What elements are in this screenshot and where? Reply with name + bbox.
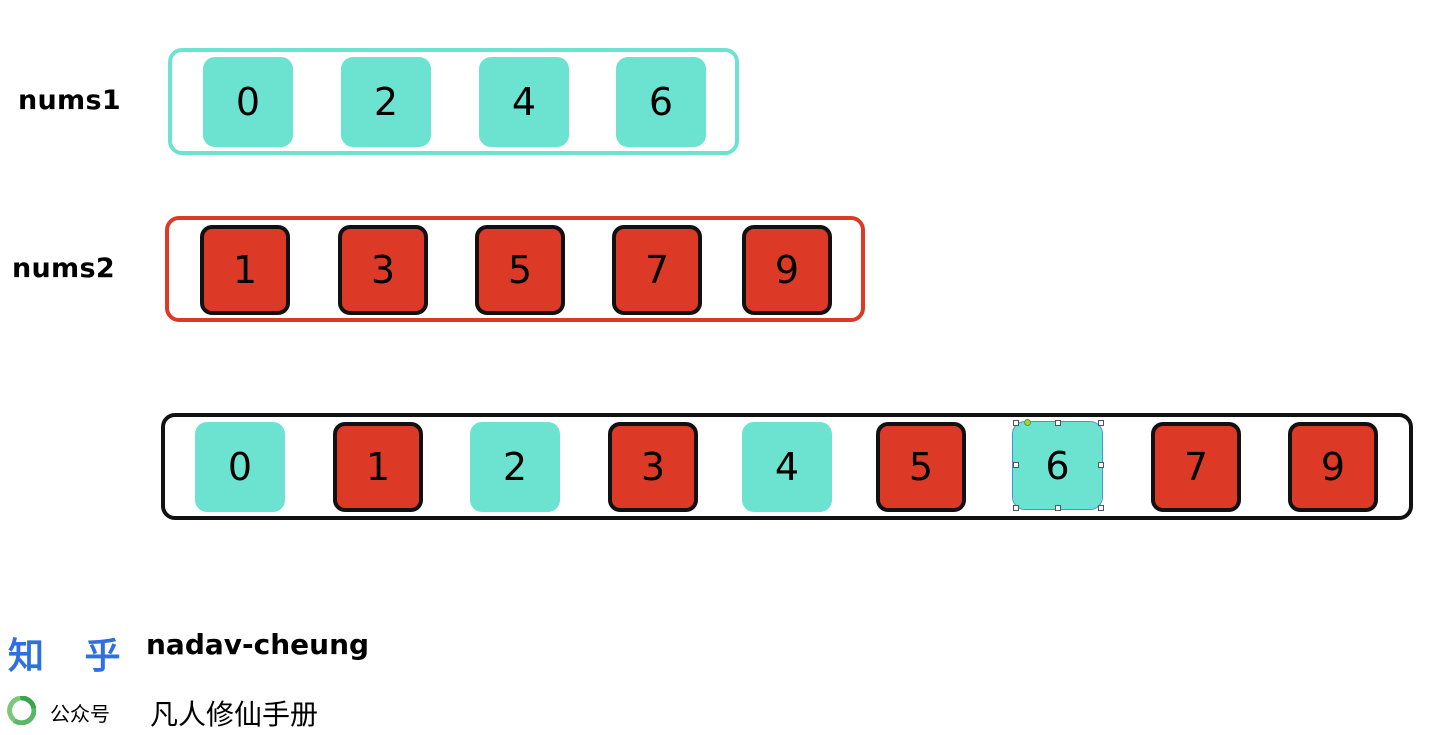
wechat-account-name: 凡人修仙手册: [150, 698, 319, 731]
zhihu-handle: nadav-cheung: [146, 628, 370, 661]
resize-handle[interactable]: [1098, 505, 1104, 511]
wechat-public-icon: [7, 695, 37, 726]
merged-cell-selected[interactable]: 6: [1012, 421, 1103, 510]
nums2-cell: 5: [475, 225, 565, 315]
nums1-cell: 6: [616, 57, 706, 147]
resize-handle[interactable]: [1055, 505, 1061, 511]
resize-handle[interactable]: [1098, 462, 1104, 468]
merged-cell: 2: [470, 422, 560, 512]
wechat-label: 公众号: [50, 702, 110, 726]
resize-handle[interactable]: [1098, 420, 1104, 426]
merged-cell: 3: [608, 422, 698, 512]
nums2-label: nums2: [12, 253, 115, 284]
resize-handle[interactable]: [1013, 505, 1019, 511]
merged-cell: 1: [333, 422, 423, 512]
nums2-cell: 1: [200, 225, 290, 315]
resize-handle[interactable]: [1055, 420, 1061, 426]
merged-cell: 7: [1151, 422, 1241, 512]
rotate-handle[interactable]: [1024, 419, 1031, 426]
zhihu-logo: 知 乎: [8, 636, 135, 677]
nums2-cell: 9: [742, 225, 832, 315]
nums1-cell: 0: [203, 57, 293, 147]
nums1-label: nums1: [18, 85, 121, 116]
resize-handle[interactable]: [1013, 420, 1019, 426]
merged-cell: 0: [195, 422, 285, 512]
nums2-cell: 7: [612, 225, 702, 315]
resize-handle[interactable]: [1013, 462, 1019, 468]
merged-cell: 4: [742, 422, 832, 512]
merged-cell: 5: [876, 422, 966, 512]
merged-cell: 9: [1288, 422, 1378, 512]
nums1-cell: 4: [479, 57, 569, 147]
nums1-cell: 2: [341, 57, 431, 147]
nums2-cell: 3: [338, 225, 428, 315]
